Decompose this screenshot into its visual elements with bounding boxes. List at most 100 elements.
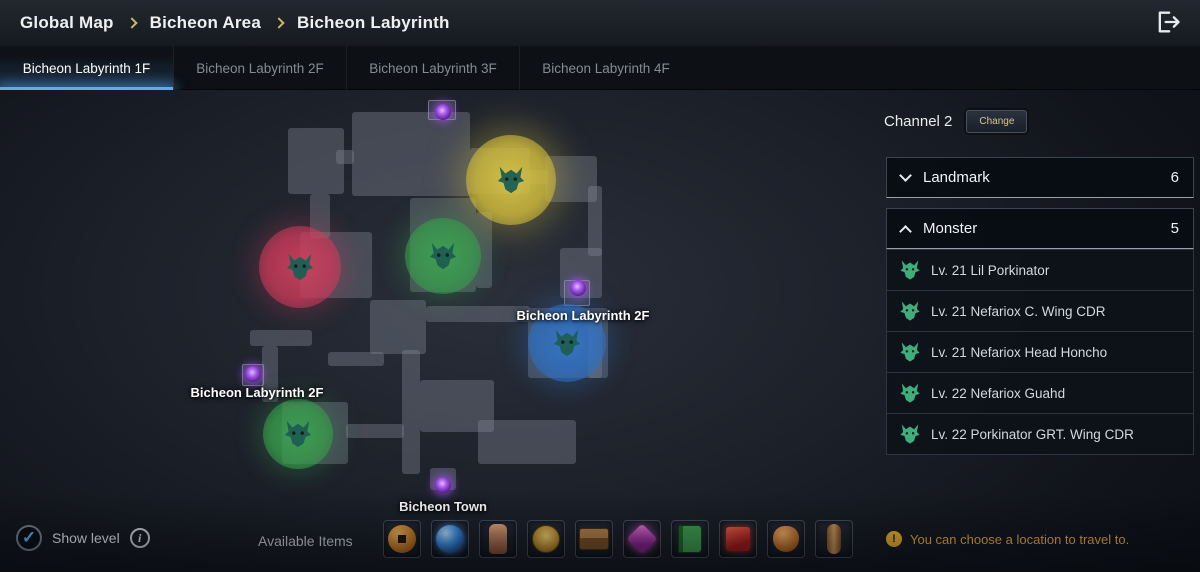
map-corridor [250, 330, 312, 346]
item-red-cube[interactable] [719, 520, 757, 558]
portal-icon-bicheon-town[interactable] [435, 477, 451, 493]
item-green-book[interactable] [671, 520, 709, 558]
item-magenta-gem[interactable] [623, 520, 661, 558]
monster-zone-yellow[interactable] [466, 135, 556, 225]
monster-row-lil-porkinator[interactable]: Lv. 21 Lil Porkinator [886, 249, 1194, 291]
breadcrumb-global-map[interactable]: Global Map [20, 13, 114, 32]
map-corridor [420, 380, 494, 432]
monster-row-nefariox-head-honcho[interactable]: Lv. 21 Nefariox Head Honcho [886, 331, 1194, 373]
chevron-right-icon [125, 17, 138, 29]
clay-pot-icon [773, 526, 799, 552]
map-corridor [262, 346, 278, 402]
map-corridor [476, 212, 492, 288]
landmark-count: 6 [1170, 169, 1179, 186]
map-corridor [588, 186, 602, 256]
monster-name: Lv. 22 Nefariox Guahd [931, 385, 1066, 401]
monster-icon [283, 419, 313, 449]
copper-coin-icon [388, 525, 416, 553]
section-monster[interactable]: Monster 5 [886, 208, 1194, 249]
monster-name: Lv. 21 Lil Porkinator [931, 262, 1050, 278]
change-channel-button[interactable]: Change [966, 110, 1028, 133]
monster-icon [899, 341, 921, 363]
info-icon[interactable]: i [129, 528, 150, 548]
map-corridor [402, 350, 420, 474]
monster-label: Monster [923, 220, 978, 237]
item-doll-figure[interactable] [479, 520, 517, 558]
travel-notice-text: You can choose a location to travel to. [910, 531, 1130, 547]
map-canvas[interactable]: Bicheon Labyrinth 2F Bicheon Labyrinth 2… [0, 90, 1200, 572]
doll-figure-icon [489, 524, 507, 554]
map-corridor [310, 194, 330, 238]
monster-icon [899, 382, 921, 404]
exit-map-button[interactable] [1152, 7, 1184, 39]
monster-row-nefariox-c-wing-cdr[interactable]: Lv. 21 Nefariox C. Wing CDR [886, 290, 1194, 332]
monster-name: Lv. 21 Nefariox Head Honcho [931, 344, 1108, 360]
travel-notice: ! You can choose a location to travel to… [886, 531, 1129, 547]
map-label-labyrinth-2f-left: Bicheon Labyrinth 2F [190, 385, 324, 400]
show-level-checkbox[interactable]: ✓ [16, 525, 42, 551]
tab-bicheon-labyrinth-1f[interactable]: Bicheon Labyrinth 1F [0, 46, 173, 90]
item-gold-medal[interactable] [527, 520, 565, 558]
alert-icon: ! [886, 531, 902, 547]
available-items-bar [383, 520, 853, 558]
map-corridor [478, 420, 576, 464]
item-treasure-chest[interactable] [575, 520, 613, 558]
bronze-scroll-icon [827, 524, 841, 554]
available-items-label: Available Items [258, 533, 353, 549]
show-level-label: Show level [52, 530, 120, 546]
monster-list: Lv. 21 Lil Porkinator Lv. 21 Nefariox C.… [886, 249, 1194, 455]
map-label-bicheon-town: Bicheon Town [399, 499, 487, 514]
monster-row-porkinator-grt-wing-cdr[interactable]: Lv. 22 Porkinator GRT. Wing CDR [886, 413, 1194, 455]
item-blue-orb[interactable] [431, 520, 469, 558]
monster-name: Lv. 21 Nefariox C. Wing CDR [931, 303, 1106, 319]
map-corridor [346, 424, 404, 438]
monster-icon [428, 241, 458, 271]
monster-zone-red[interactable] [259, 226, 341, 308]
monster-name: Lv. 22 Porkinator GRT. Wing CDR [931, 426, 1134, 442]
green-book-icon [678, 525, 702, 553]
chevron-up-icon [899, 224, 912, 238]
monster-icon [899, 300, 921, 322]
landmark-label: Landmark [923, 169, 990, 186]
treasure-chest-icon [579, 528, 609, 550]
monster-icon [899, 259, 921, 281]
chevron-down-icon [899, 168, 912, 182]
item-copper-coin[interactable] [383, 520, 421, 558]
breadcrumb-bicheon-labyrinth[interactable]: Bicheon Labyrinth [296, 13, 450, 32]
map-corridor [426, 306, 530, 322]
map-label-labyrinth-2f-right: Bicheon Labyrinth 2F [516, 308, 650, 323]
portal-icon-labyrinth-2f-left[interactable] [245, 366, 261, 382]
gold-medal-icon [532, 525, 560, 553]
monster-row-nefariox-guahd[interactable]: Lv. 22 Nefariox Guahd [886, 372, 1194, 414]
header: Global Map Bicheon Area Bicheon Labyrint… [0, 0, 1200, 46]
portal-icon-top[interactable] [435, 104, 451, 120]
portal-icon-labyrinth-2f-right[interactable] [570, 280, 586, 296]
monster-icon [899, 423, 921, 445]
show-level-control: ✓ Show level i [16, 525, 150, 551]
item-clay-pot[interactable] [767, 520, 805, 558]
channel-label: Channel 2 [884, 113, 953, 130]
monster-zone-blue[interactable] [528, 304, 606, 382]
map-corridor [328, 352, 384, 366]
map-corridor [352, 112, 470, 196]
item-bronze-scroll[interactable] [815, 520, 853, 558]
floor-tabbar: Bicheon Labyrinth 1F Bicheon Labyrinth 2… [0, 46, 1200, 90]
chevron-right-icon [273, 17, 285, 29]
monster-count: 5 [1170, 220, 1179, 237]
monster-icon [496, 165, 526, 195]
red-cube-icon [726, 527, 750, 551]
monster-zone-green-2[interactable] [263, 399, 333, 469]
monster-icon [552, 328, 582, 358]
tab-bicheon-labyrinth-4f[interactable]: Bicheon Labyrinth 4F [519, 46, 692, 90]
tab-bicheon-labyrinth-3f[interactable]: Bicheon Labyrinth 3F [346, 46, 519, 90]
breadcrumb-bicheon-area[interactable]: Bicheon Area [149, 13, 261, 32]
monster-zone-green[interactable] [405, 218, 481, 294]
exit-door-icon [1158, 11, 1180, 32]
section-landmark[interactable]: Landmark 6 [886, 157, 1194, 198]
tab-bicheon-labyrinth-2f[interactable]: Bicheon Labyrinth 2F [173, 46, 346, 90]
breadcrumb: Global Map Bicheon Area Bicheon Labyrint… [20, 13, 450, 33]
channel-row: Channel 2 Change [884, 110, 1028, 133]
map-corridor [336, 150, 354, 164]
map-corridor [288, 128, 344, 194]
map-corridor [370, 300, 426, 354]
